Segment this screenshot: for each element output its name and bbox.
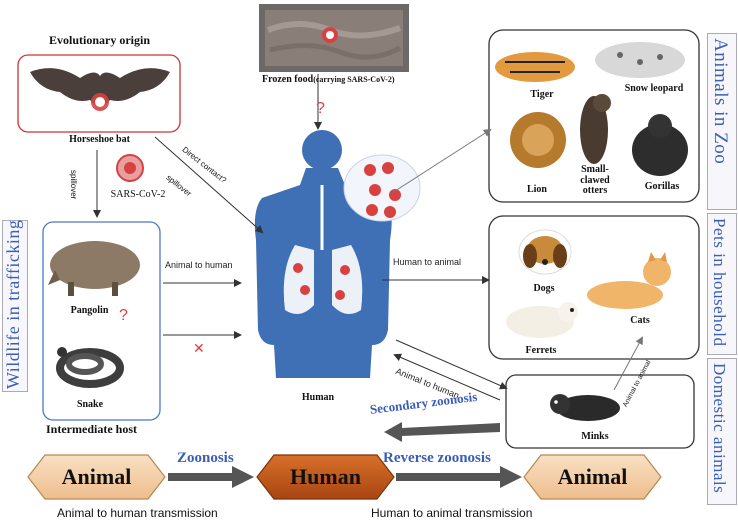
zoo-side-panel: Animals in Zoo (707, 33, 737, 210)
mink-image (550, 394, 620, 421)
sars-cov-2-virus-icon (116, 154, 144, 182)
gorilla-image (632, 114, 688, 176)
pets-side-panel: Pets in household (707, 213, 737, 355)
caption-human-to-animal: Human to animal transmission (371, 506, 533, 520)
pets-side-label: Pets in household (710, 218, 729, 347)
horseshoe-bat-image (30, 68, 170, 111)
flow-arrow-zoonosis (168, 466, 254, 488)
pangolin-image (48, 241, 140, 296)
wildlife-side-label: Wildlife in trafficking (3, 219, 23, 389)
hex-animal-right (523, 454, 662, 500)
animal-to-human-label-1: Animal to human (165, 260, 233, 270)
lion-label: Lion (526, 184, 547, 195)
animal-right-text: Animal (557, 464, 628, 489)
secondary-zoonosis-arrow (384, 422, 500, 442)
frozen-food-image (259, 4, 409, 72)
frozen-food-title: Frozen food(carrying SARS-CoV-2) (262, 74, 395, 85)
spillover-label-vertical: spillover (69, 170, 78, 200)
dog-image (518, 229, 572, 275)
zoonosis-label: Zoonosis (177, 450, 234, 466)
question-mark-frozen: ? (316, 100, 325, 117)
arrow-mink-to-human (393, 353, 501, 401)
tiger-image (495, 52, 575, 82)
human-label: Human (301, 392, 335, 403)
ferret-image (506, 302, 578, 338)
minks-label: Minks (581, 431, 609, 442)
dogs-label: Dogs (533, 283, 555, 294)
animal-left-text: Animal (61, 464, 132, 489)
snow-leopard-image (595, 42, 685, 78)
domestic-side-panel: Domestic animals (707, 358, 737, 505)
flow-arrow-reverse (396, 466, 522, 488)
snow-leopard-label: Snow leopard (624, 83, 684, 94)
question-mark-pangolin: ? (119, 307, 128, 324)
otter-image (580, 94, 611, 164)
human-to-animal-label: Human to animal (393, 257, 462, 267)
cross-mark-snake: ✕ (193, 340, 205, 356)
pangolin-label: Pangolin (70, 305, 109, 316)
hex-animal-left (27, 454, 166, 500)
human-figure (254, 130, 392, 378)
lion-image (510, 112, 566, 168)
arrow-human-to-zoo (391, 128, 492, 194)
cat-image (587, 252, 671, 309)
otters-label: Small- clawed otters (580, 164, 610, 196)
arrow-human-to-mink (395, 339, 508, 390)
human-hex-text: Human (290, 464, 361, 489)
intermediate-host-title: Intermediate host (46, 422, 137, 436)
tiger-label: Tiger (530, 89, 554, 100)
cats-label: Cats (630, 315, 650, 326)
snake-image (56, 347, 124, 388)
horseshoe-bat-label: Horseshoe bat (69, 134, 130, 145)
evolutionary-origin-title: Evolutionary origin (49, 33, 151, 47)
snake-label: Snake (76, 399, 104, 410)
reverse-zoonosis-label: Reverse zoonosis (383, 450, 491, 466)
arrow-bat-to-human (154, 136, 264, 234)
ferrets-label: Ferrets (525, 345, 557, 356)
domestic-side-label: Domestic animals (710, 363, 729, 494)
virus-cloud (343, 154, 421, 222)
zoo-side-label: Animals in Zoo (710, 38, 731, 165)
wildlife-side-panel: Wildlife in trafficking (2, 220, 28, 392)
hex-human (256, 454, 395, 500)
sars-cov-2-label: SARS-CoV-2 (110, 189, 166, 200)
caption-animal-to-human: Animal to human transmission (57, 506, 218, 520)
gorillas-label: Gorillas (644, 181, 680, 192)
lungs-image (283, 185, 363, 314)
arrow-mink-to-cat (613, 336, 643, 391)
